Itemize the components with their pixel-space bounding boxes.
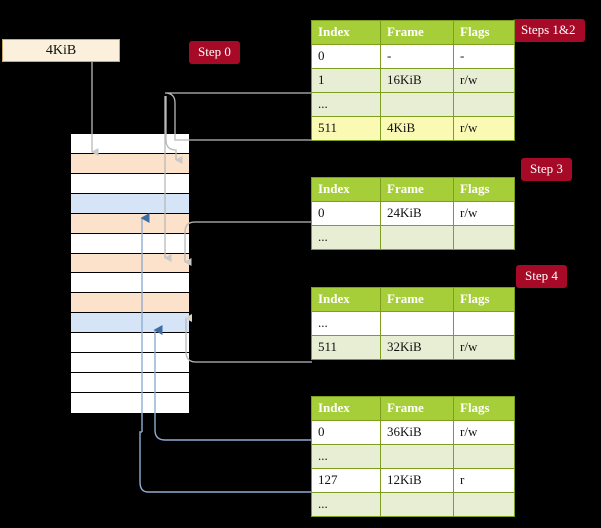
cell-flags: r: [453, 468, 515, 493]
column-header-flags: Flags: [453, 177, 515, 202]
badge-step-3-label: Step 3: [530, 161, 563, 176]
cell-flags: [453, 444, 515, 469]
column-header-flags: Flags: [453, 20, 515, 45]
cell-frame: [380, 492, 454, 517]
cell-frame: 24KiB: [380, 201, 454, 226]
badge-step-0: Step 0: [189, 41, 240, 64]
table-row: ...: [311, 225, 515, 250]
badge-step-4: Step 4: [516, 265, 567, 288]
memory-row-1: [71, 153, 189, 174]
column-header-index: Index: [311, 177, 381, 202]
column-header-frame: Frame: [380, 20, 454, 45]
memory-row-13: [71, 392, 189, 413]
memory-row-9: [71, 313, 189, 334]
cell-flags: [453, 225, 515, 250]
badge-step-3: Step 3: [521, 158, 572, 181]
cell-flags: r/w: [453, 420, 515, 445]
cell-flags: r/w: [453, 116, 515, 141]
cell-frame: -: [380, 44, 454, 69]
badge-steps-1-2-label: Steps 1&2: [521, 22, 576, 37]
cell-frame: [380, 311, 454, 336]
memory-row-5: [71, 233, 189, 254]
physical-memory-column: [70, 133, 190, 414]
badge-step-0-label: Step 0: [198, 44, 231, 59]
memory-row-0: [71, 134, 189, 154]
table-row: ...: [311, 444, 515, 469]
column-header-frame: Frame: [380, 177, 454, 202]
cell-index: 1: [311, 68, 381, 93]
column-header-frame: Frame: [380, 396, 454, 421]
cell-flags: -: [453, 44, 515, 69]
memory-row-12: [71, 373, 189, 393]
badge-step-4-label: Step 4: [525, 268, 558, 283]
cell-frame: 16KiB: [380, 68, 454, 93]
cell-index: ...: [311, 492, 381, 517]
cell-flags: [453, 92, 515, 117]
frame-size-label: 4KiB: [45, 42, 77, 58]
table-row: 0--: [311, 44, 515, 69]
frame-size-box: 4KiB: [2, 39, 120, 62]
cell-flags: [453, 311, 515, 336]
cell-index: 0: [311, 420, 381, 445]
memory-row-8: [71, 293, 189, 314]
cell-frame: 4KiB: [380, 116, 454, 141]
cell-flags: [453, 492, 515, 517]
cell-index: 511: [311, 116, 381, 141]
wire-table3-to-memory: [184, 314, 312, 363]
cell-flags: r/w: [453, 68, 515, 93]
table-row: ...: [311, 492, 515, 517]
column-header-frame: Frame: [380, 287, 454, 312]
cell-flags: r/w: [453, 201, 515, 226]
cell-index: ...: [311, 311, 381, 336]
memory-row-10: [71, 333, 189, 354]
cell-index: ...: [311, 92, 381, 117]
cell-index: 0: [311, 201, 381, 226]
column-header-index: Index: [311, 287, 381, 312]
memory-row-6: [71, 253, 189, 274]
memory-row-11: [71, 353, 189, 374]
cell-index: ...: [311, 225, 381, 250]
table-row: ...: [311, 92, 515, 117]
cell-frame: 32KiB: [380, 335, 454, 360]
cell-flags: r/w: [453, 335, 515, 360]
column-header-flags: Flags: [453, 396, 515, 421]
cell-index: 511: [311, 335, 381, 360]
cell-index: ...: [311, 444, 381, 469]
column-header-index: Index: [311, 396, 381, 421]
memory-row-4: [71, 213, 189, 234]
wire-table4-row127-out: [139, 431, 312, 493]
memory-row-2: [71, 173, 189, 194]
cell-frame: 12KiB: [380, 468, 454, 493]
cell-index: 0: [311, 44, 381, 69]
badge-steps-1-2: Steps 1&2: [512, 19, 585, 42]
cell-frame: 36KiB: [380, 420, 454, 445]
table-row: ...: [311, 311, 515, 336]
column-header-index: Index: [311, 20, 381, 45]
column-header-flags: Flags: [453, 287, 515, 312]
cell-frame: [380, 444, 454, 469]
memory-row-7: [71, 273, 189, 294]
cell-index: 127: [311, 468, 381, 493]
memory-row-3: [71, 193, 189, 214]
cell-frame: [380, 225, 454, 250]
cell-frame: [380, 92, 454, 117]
